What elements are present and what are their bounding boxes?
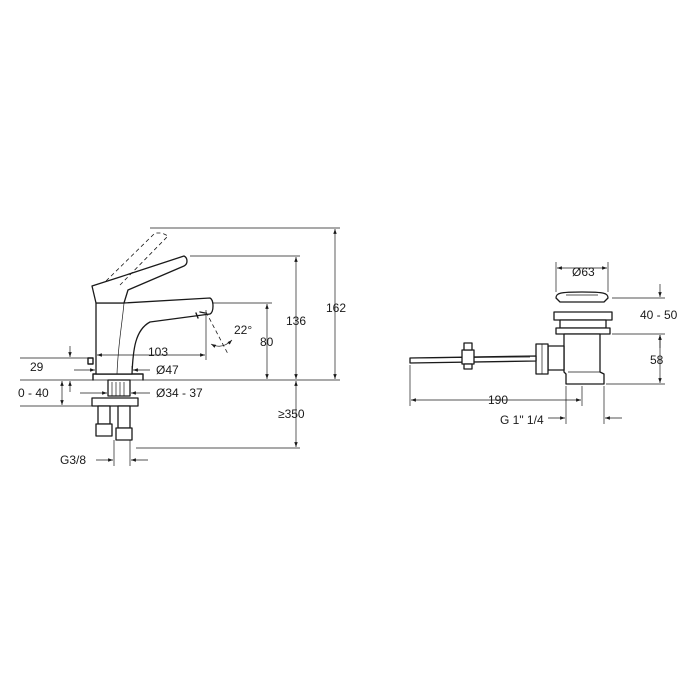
popup-rod-knob <box>87 357 94 365</box>
dim-label-d34-37: Ø34 - 37 <box>156 386 203 400</box>
lever-alt-position <box>105 232 169 286</box>
angle-arc <box>210 339 233 348</box>
faucet-body <box>95 297 214 375</box>
drain-body <box>563 333 605 385</box>
dim-label-0-40: 0 - 40 <box>18 386 49 400</box>
dim-label-29: 29 <box>30 360 44 374</box>
rod-hatch <box>419 356 531 359</box>
drain-flange <box>553 311 613 321</box>
lever-handle <box>91 255 188 304</box>
drain-collar <box>559 319 607 329</box>
drain-drawing: Ø63 40 - 50 58 190 G 1" 1/4 <box>409 262 678 427</box>
clamp-screw <box>463 342 473 351</box>
aerator <box>195 311 206 319</box>
shank <box>107 379 131 397</box>
drain-side-outlet <box>547 345 565 371</box>
fixing-nut <box>91 397 139 407</box>
dim-label-350: ≥350 <box>278 407 305 421</box>
drain-washer <box>555 327 611 335</box>
hose-right <box>117 405 131 429</box>
dim-label-g114: G 1" 1/4 <box>500 413 544 427</box>
dim-label-d63: Ø63 <box>572 265 595 279</box>
clamp-foot <box>463 363 473 370</box>
dim-label-22deg: 22° <box>234 323 252 337</box>
spout-tilt-line <box>205 311 229 355</box>
dim-label-40-50: 40 - 50 <box>640 308 678 322</box>
dim-label-162: 162 <box>326 301 346 315</box>
dim-label-58: 58 <box>650 353 664 367</box>
dim-label-190: 190 <box>488 393 508 407</box>
hose-left <box>97 405 111 425</box>
rod-clamp <box>461 349 475 365</box>
dim-label-136: 136 <box>286 314 306 328</box>
drain-plug-head <box>555 291 609 303</box>
faucet-body-crease <box>116 302 125 375</box>
hose-end-left <box>95 423 113 437</box>
dim-label-g38: G3/8 <box>60 453 86 467</box>
faucet-base <box>92 373 144 381</box>
faucet-drawing: 162 136 80 22° 103 29 Ø47 0 - 40 Ø34 - 3… <box>18 227 346 467</box>
hose-end-right <box>115 427 133 441</box>
dim-label-103: 103 <box>148 345 168 359</box>
dim-label-d47: Ø47 <box>156 363 179 377</box>
dim-label-80: 80 <box>260 335 274 349</box>
